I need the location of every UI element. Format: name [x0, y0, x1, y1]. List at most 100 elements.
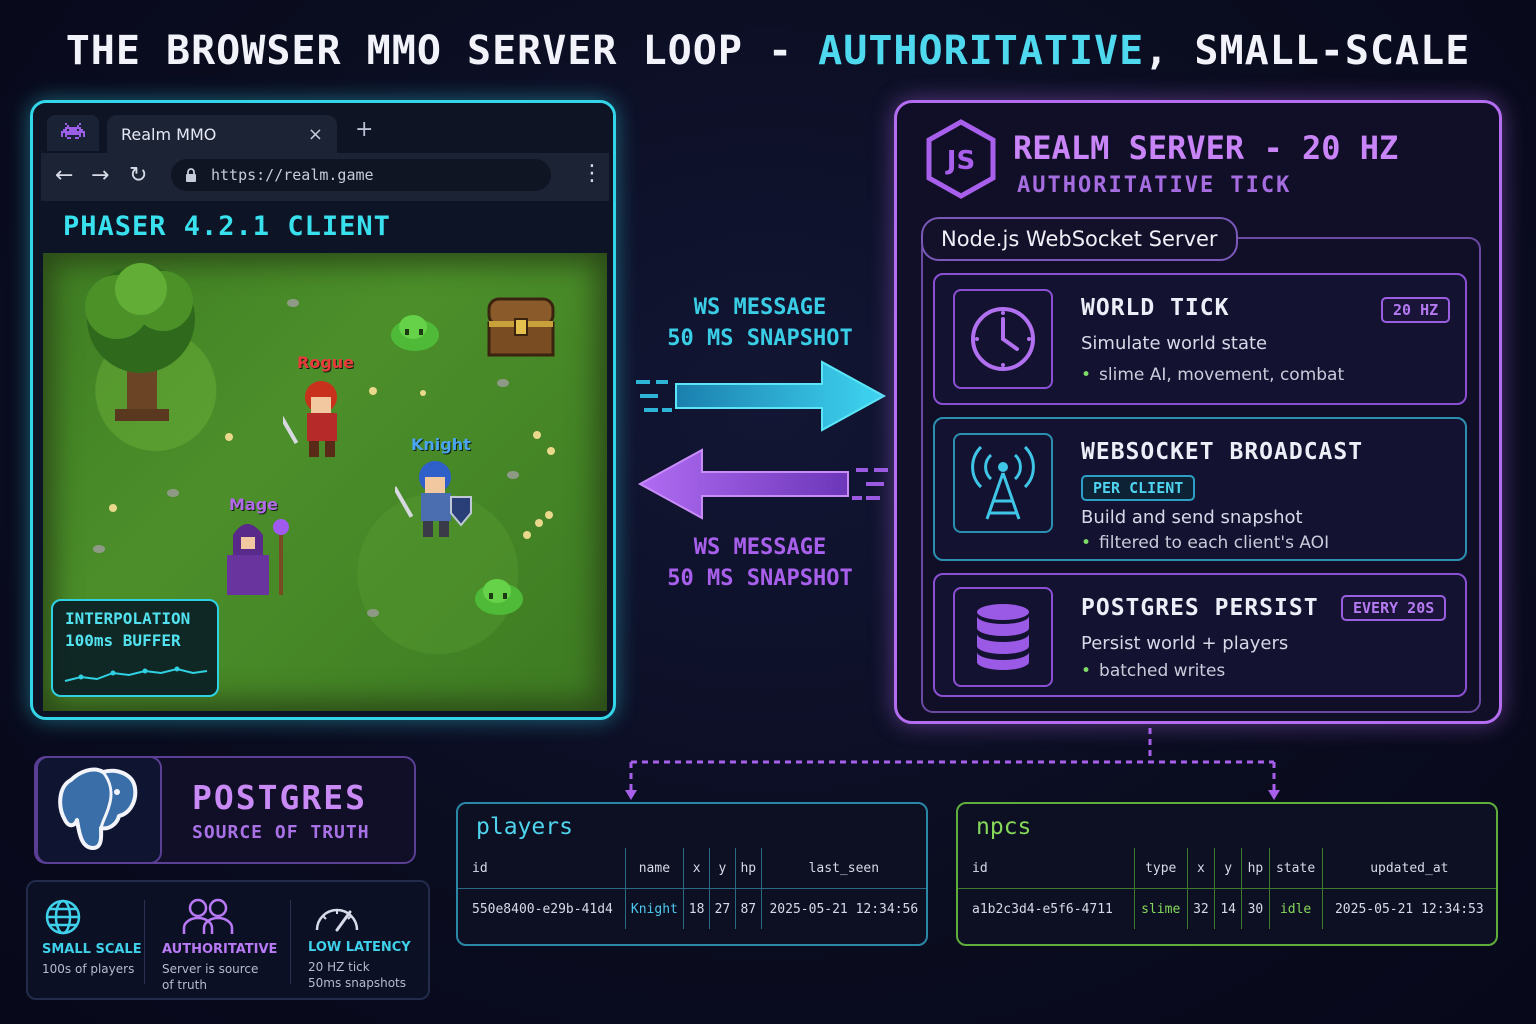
column-header: name [624, 848, 684, 889]
feature-line: 20 HZ tick [308, 960, 370, 974]
left-arrow-icon [637, 448, 888, 520]
feature-line: Server is source [162, 962, 259, 976]
websocket-broadcast-bullet: •filtered to each client's AOI [1081, 533, 1330, 553]
feature-line: 50ms snapshots [308, 976, 407, 990]
websocket-broadcast-description: Build and send snapshot [1081, 507, 1303, 528]
mage-sprite[interactable] [213, 515, 303, 601]
url-bar[interactable]: https://realm.game [171, 159, 551, 191]
table-name: npcs [976, 814, 1032, 840]
table-cell: 27 [709, 888, 736, 929]
title-accent: AUTHORITATIVE [818, 28, 1145, 74]
postgres-elephant-icon [36, 756, 162, 864]
globe-icon [45, 899, 81, 935]
world-tick-card: WORLD TICK 20 HZ Simulate world state •s… [933, 273, 1467, 405]
per-client-tag: PER CLIENT [1081, 475, 1196, 501]
knight-sprite[interactable] [395, 457, 479, 543]
divider [144, 900, 145, 984]
table-cell: 14 [1214, 888, 1242, 929]
features-panel: SMALL SCALE 100s of players AUTHORITATIV… [26, 880, 430, 1000]
lock-icon [186, 168, 196, 182]
table-cell: a1b2c3d4-e5f6-4711 [972, 901, 1113, 917]
server-subtitle: AUTHORITATIVE TICK [1017, 173, 1292, 198]
reload-icon[interactable]: ↻ [129, 163, 148, 188]
column-header: last_seen [760, 848, 926, 889]
interpolation-badge: INTERPOLATION 100ms BUFFER [51, 599, 219, 697]
column-header: x [683, 848, 710, 889]
npcs-table: npcs id type x y hp state updated_at a1b… [956, 802, 1498, 946]
kebab-menu-icon[interactable]: ⋮ [581, 161, 603, 186]
tab-title: Realm MMO [121, 124, 217, 144]
browser-window: Realm MMO × + ← → ↻ https://realm.game ⋮… [30, 100, 616, 720]
column-header: state [1268, 848, 1323, 889]
tick-rate-tag: 20 HZ [1381, 297, 1451, 323]
slime-sprite [391, 315, 439, 351]
server-title: REALM SERVER - 20 HZ [1013, 129, 1399, 167]
address-row: ← → ↻ https://realm.game ⋮ [41, 153, 609, 201]
table-cell: 32 [1186, 888, 1215, 929]
new-tab-icon[interactable]: + [355, 117, 374, 142]
slime-sprite-2 [475, 579, 523, 615]
table-header-row: id name x y hp last_seen [458, 848, 926, 889]
rogue-sprite[interactable] [283, 375, 353, 461]
npcs-grid: id type x y hp state updated_at a1b2c3d4… [958, 848, 1496, 929]
column-header: type [1133, 848, 1188, 889]
players-table: players id name x y hp last_seen 550e840… [456, 802, 928, 946]
postgres-subtitle: SOURCE OF TRUTH [192, 822, 370, 843]
title-part-2: , SMALL-SCALE [1144, 28, 1471, 74]
table-row: 550e8400-e29b-41d4 Knight 18 27 87 2025-… [458, 888, 926, 929]
world-tick-title: WORLD TICK [1081, 295, 1230, 321]
back-arrow-icon[interactable]: ← [55, 163, 74, 188]
forward-arrow-icon[interactable]: → [91, 163, 110, 188]
world-tick-description: Simulate world state [1081, 333, 1268, 354]
persist-interval-tag: EVERY 20S [1341, 595, 1447, 621]
svg-text:JS: JS [945, 146, 975, 176]
players-grid: id name x y hp last_seen 550e8400-e29b-4… [458, 848, 926, 929]
feature-title: LOW LATENCY [308, 940, 411, 955]
url-text: https://realm.game [211, 166, 374, 184]
column-header: x [1186, 848, 1215, 889]
interpolation-title: INTERPOLATION [65, 609, 191, 628]
nodejs-hexagon-icon: JS [926, 119, 996, 199]
column-header: id [458, 848, 626, 889]
page-title: THE BROWSER MMO SERVER LOOP - AUTHORITAT… [0, 28, 1536, 74]
column-header: id [958, 848, 1135, 889]
postgres-persist-description: Persist world + players [1081, 633, 1289, 654]
feature-line: 100s of players [42, 962, 135, 976]
table-row: a1b2c3d4-e5f6-4711 slime 32 14 30 idle 2… [958, 888, 1496, 929]
table-name: players [476, 814, 573, 840]
clock-icon [953, 289, 1053, 389]
column-header: updated_at [1321, 848, 1496, 889]
database-icon [953, 587, 1053, 687]
column-header: hp [734, 848, 762, 889]
postgres-title: POSTGRES [192, 778, 367, 817]
column-header: y [1214, 848, 1242, 889]
knight-label: Knight [411, 435, 471, 454]
websocket-server-label: Node.js WebSocket Server [921, 217, 1238, 261]
world-tick-bullet: •slime AI, movement, combat [1081, 365, 1345, 385]
table-cell: 87 [734, 888, 762, 929]
mage-label: Mage [229, 495, 279, 514]
grass-decoration [93, 299, 555, 617]
server-panel: JS REALM SERVER - 20 HZ AUTHORITATIVE TI… [894, 100, 1502, 724]
table-cell: Knight [624, 888, 684, 929]
browser-tab[interactable]: Realm MMO × [107, 115, 337, 153]
antenna-icon [953, 433, 1053, 533]
postgres-card: POSTGRES SOURCE OF TRUTH [34, 756, 416, 864]
rogue-label: Rogue [297, 353, 355, 372]
tab-close-icon[interactable]: × [307, 123, 323, 145]
table-cell: slime [1133, 888, 1188, 929]
feature-line: of truth [162, 978, 207, 992]
table-cell: 2025-05-21 12:34:56 [760, 888, 926, 929]
table-cell: 550e8400-e29b-41d4 [472, 901, 613, 917]
feature-title: AUTHORITATIVE [162, 942, 278, 957]
sparkline-icon [64, 666, 208, 682]
title-part-1: THE BROWSER MMO SERVER LOOP - [65, 28, 819, 74]
column-header: y [709, 848, 736, 889]
table-cell: idle [1268, 888, 1323, 929]
table-header-row: id type x y hp state updated_at [958, 848, 1496, 889]
table-cell: 18 [683, 888, 710, 929]
space-invader-icon[interactable] [47, 115, 99, 151]
right-arrow-icon [636, 360, 887, 432]
